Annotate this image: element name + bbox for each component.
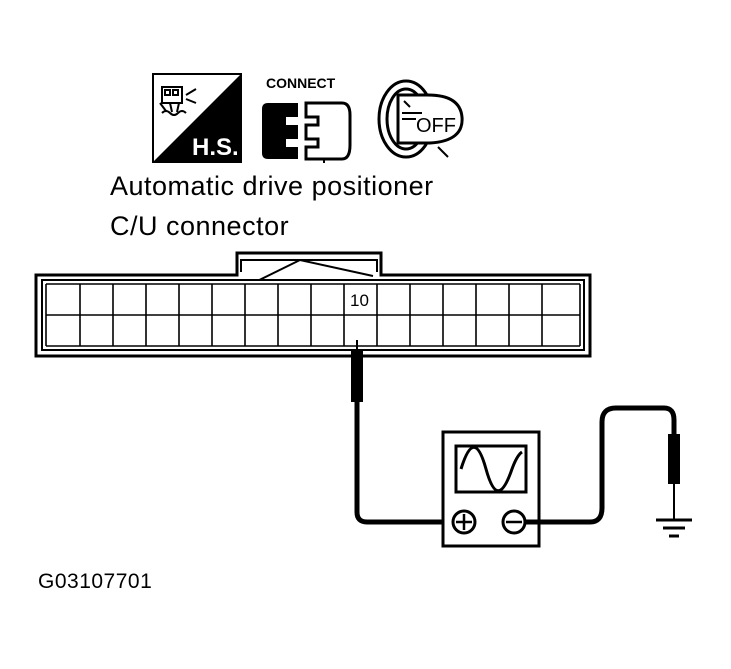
ignition-off-label: OFF (416, 115, 456, 137)
oscilloscope (441, 430, 541, 548)
connector-latch (240, 258, 378, 288)
positive-lead (354, 400, 454, 525)
harness-connector-hs-icon: H.S. (152, 73, 242, 163)
terminal-10-label: 10 (350, 291, 369, 310)
connect-label: CONNECT (266, 75, 336, 91)
ignition-off-icon: OFF (377, 79, 464, 159)
figure-code: G03107701 (38, 570, 153, 593)
negative-probe (668, 434, 680, 484)
ground-symbol (656, 518, 692, 538)
positive-probe (351, 350, 363, 402)
connector-name-line1: Automatic drive positioner (110, 171, 434, 201)
terminal-grid (45, 283, 581, 347)
connector-name-line2: C/U connector (110, 211, 290, 241)
negative-lead (526, 405, 677, 525)
connect-icon: CONNECT (262, 75, 352, 163)
hs-label: H.S. (192, 134, 239, 161)
